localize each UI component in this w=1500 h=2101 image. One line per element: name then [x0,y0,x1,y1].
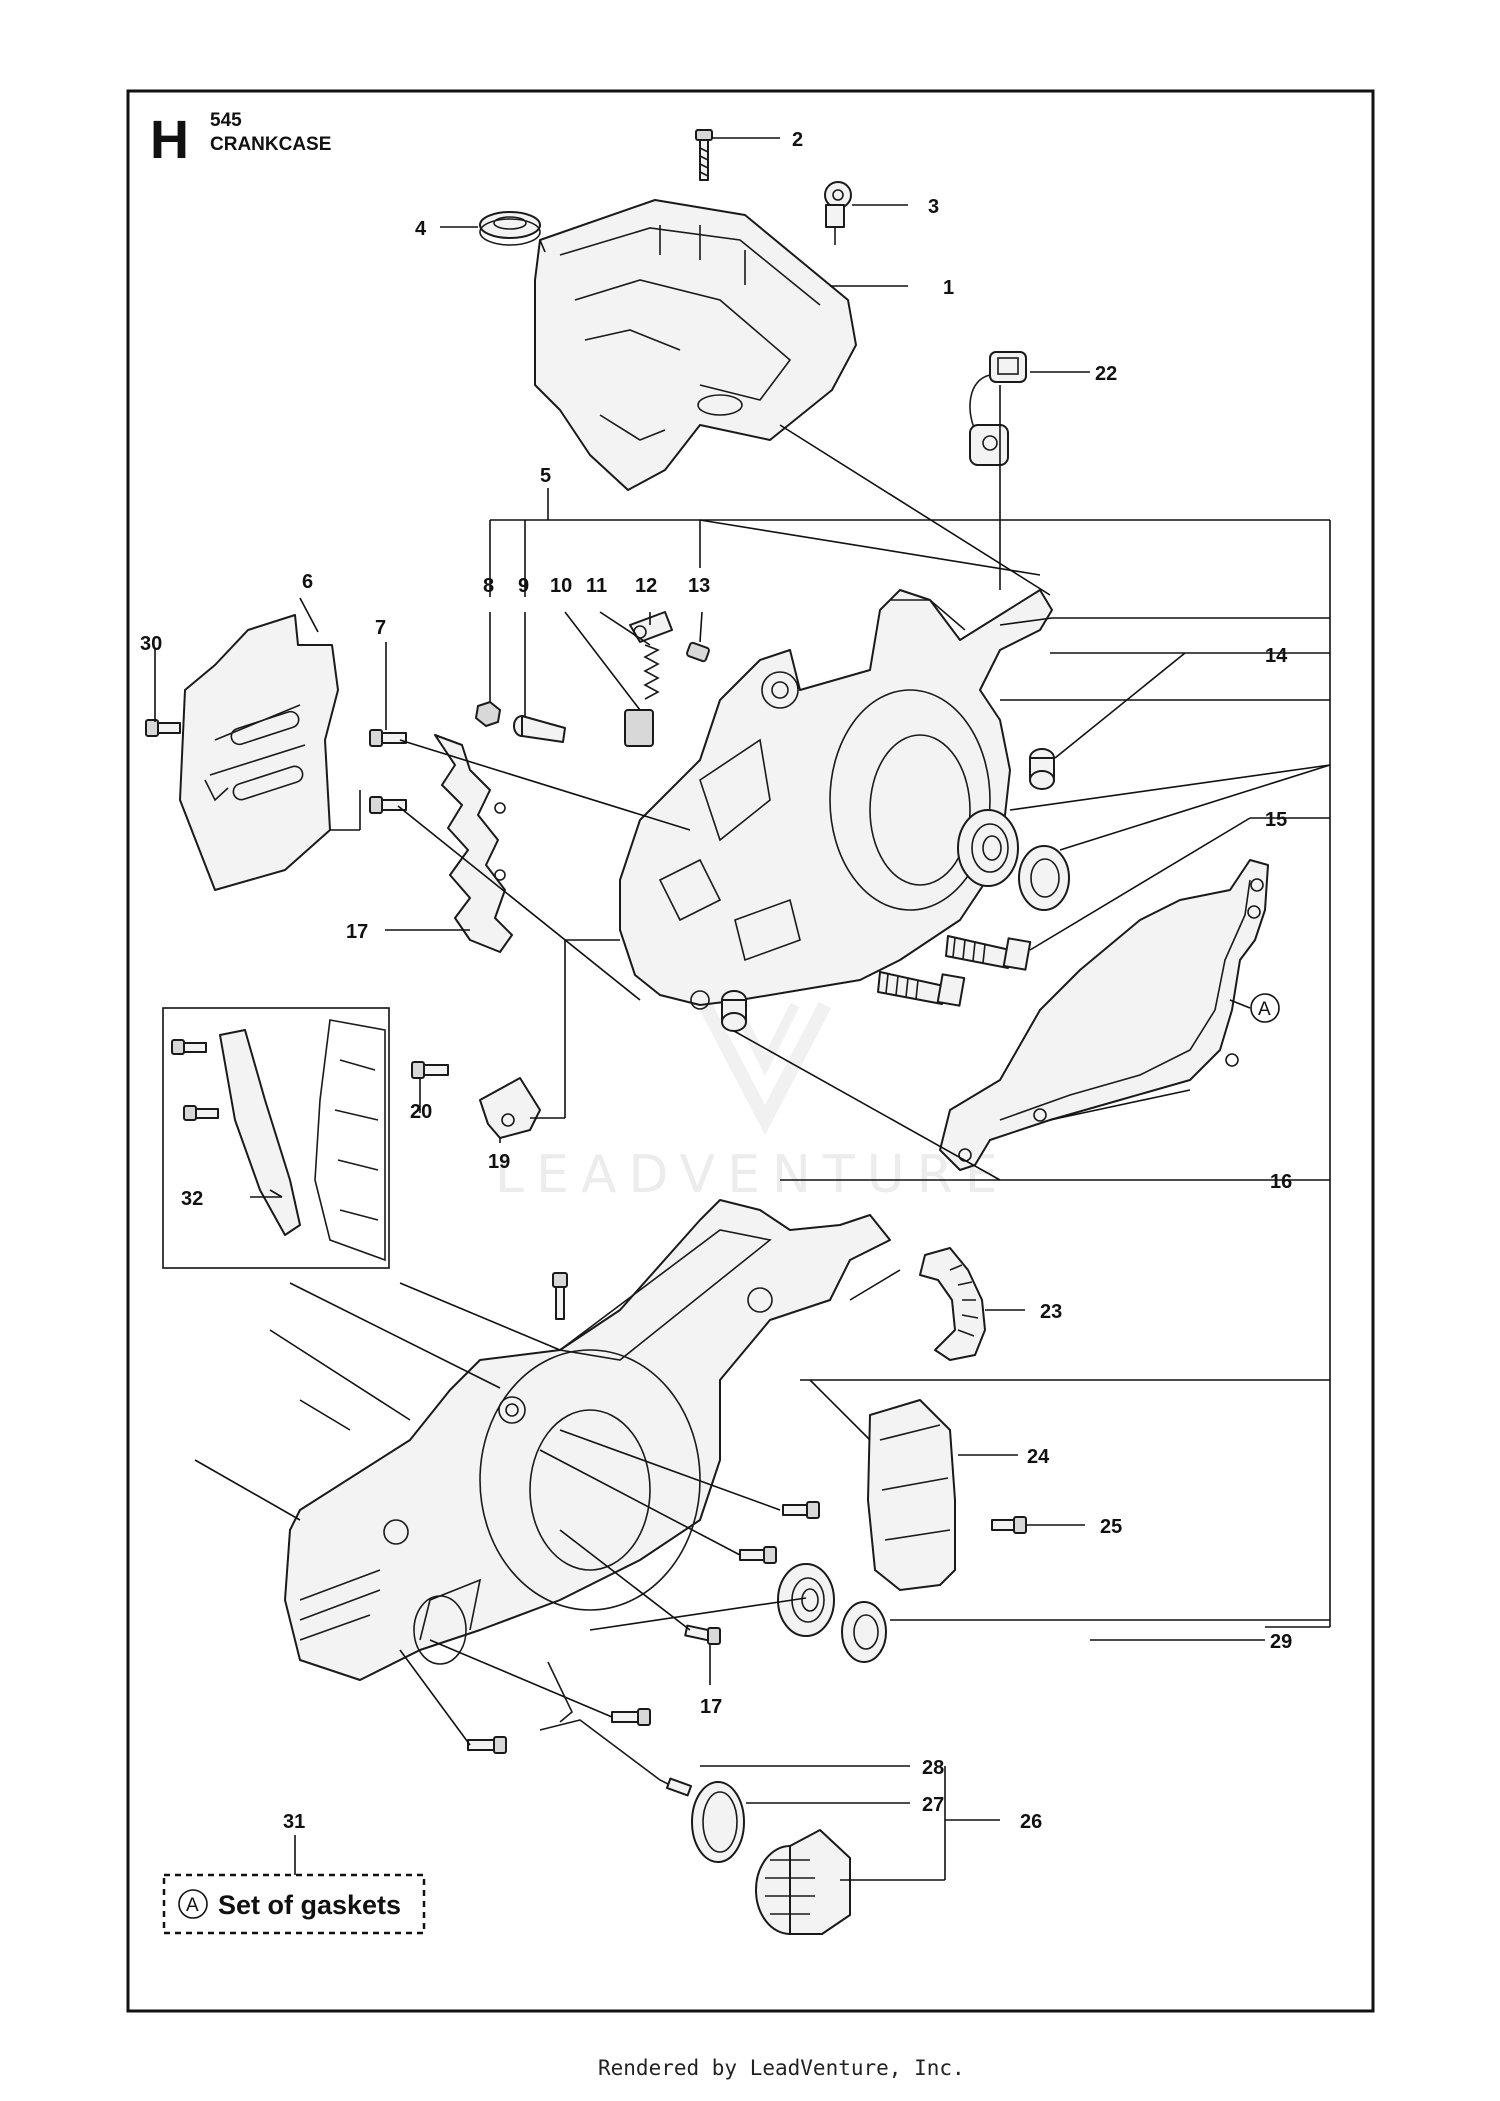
callout-25: 25 [1100,1516,1122,1538]
pin-9-part [513,715,566,743]
bracket-12-part [629,611,673,643]
callout-24: 24 [1027,1446,1050,1468]
nut-8-part [474,700,502,728]
cover-plate-6-part [179,614,339,891]
bearing-upper-part [957,809,1019,887]
screw-2-part [695,129,713,181]
bolt-15b-part [877,971,966,1007]
bracket-20-part [479,1077,541,1139]
callout-1: 1 [943,277,954,299]
gasket-marker: A [1250,993,1280,1023]
oil-cap-26-part [755,1829,851,1935]
callout-29: 29 [1270,1631,1292,1653]
callout-15: 15 [1265,809,1287,831]
legend: A Set of gaskets [162,1873,426,1935]
legend-marker: A [186,1895,199,1916]
callout-19: 17 [346,921,368,943]
strainer-rod-part [539,1661,693,1797]
sleeve-16-part [721,990,747,1032]
callout-13: 13 [688,575,710,597]
callout-32: 32 [181,1188,203,1210]
callout-22: 22 [1095,363,1117,385]
callout-4: 4 [415,218,427,240]
callout-28: 28 [922,1757,944,1779]
screw-30-part [145,719,181,737]
callout-10: 10 [550,575,572,597]
callout-5: 5 [540,465,551,487]
callout-2: 2 [792,129,803,151]
callout-12: 12 [635,575,657,597]
seal-ring-upper-part [1018,845,1070,911]
model-number: 545 [210,110,242,131]
callout-31: 31 [283,1811,305,1833]
callout-14: 14 [1265,645,1288,667]
callout-16: 16 [1270,1171,1292,1193]
callout-27: 27 [922,1794,944,1816]
upper-crankcase-part [534,199,857,491]
callout-30: 30 [140,633,162,655]
diagram-frame [126,89,1375,2013]
watermark-text: LEADVENTURE [495,1145,1010,1205]
grommet-4-part [479,211,541,246]
callout-11: 11 [586,575,607,597]
leader-lines [154,137,1331,1881]
screw-17-part [684,1624,721,1645]
callout-8: 8 [483,575,494,597]
crankcase-right-part [619,589,1053,1010]
legend-marker-circle [178,1889,208,1919]
block-10-part [624,709,654,747]
callout-20: 19 [488,1151,510,1173]
screw-21-part [411,1061,449,1079]
screw-13-part [686,641,710,663]
legend-box [162,1873,426,1935]
bushing-14-part [1029,748,1055,790]
o-ring-27-part [691,1781,745,1863]
screw-25-part [991,1516,1027,1534]
bearing-lower-part [777,1563,835,1637]
gasket-marker-letter: A [1258,999,1271,1020]
callout-17-main: 17 [700,1696,722,1718]
callout-9: 9 [518,575,529,597]
legend-label: Set of gaskets [218,1890,401,1920]
footer-credit: Rendered by LeadVenture, Inc. [598,2056,965,2080]
callout-21: 20 [410,1101,432,1123]
screws-lower-part [467,1272,820,1754]
section-letter: H [150,110,189,170]
bolt-15-part [945,935,1032,971]
callout-7: 7 [375,617,386,639]
screws-7-part [369,729,407,814]
switch-22-part [969,351,1027,466]
spike-bumper-19-part [434,734,513,953]
callout-26: 26 [1020,1811,1042,1833]
inset-box [162,1007,390,1269]
chain-catcher-23-part [919,1247,986,1361]
spring-11-part [643,644,660,700]
callout-23: 23 [1040,1301,1062,1323]
section-title: CRANKCASE [210,134,331,155]
clip-3-part [824,181,852,245]
callout-3: 3 [928,196,939,218]
cover-24-part [867,1399,956,1591]
callout-6: 6 [302,571,313,593]
seal-ring-lower-part [841,1601,887,1663]
